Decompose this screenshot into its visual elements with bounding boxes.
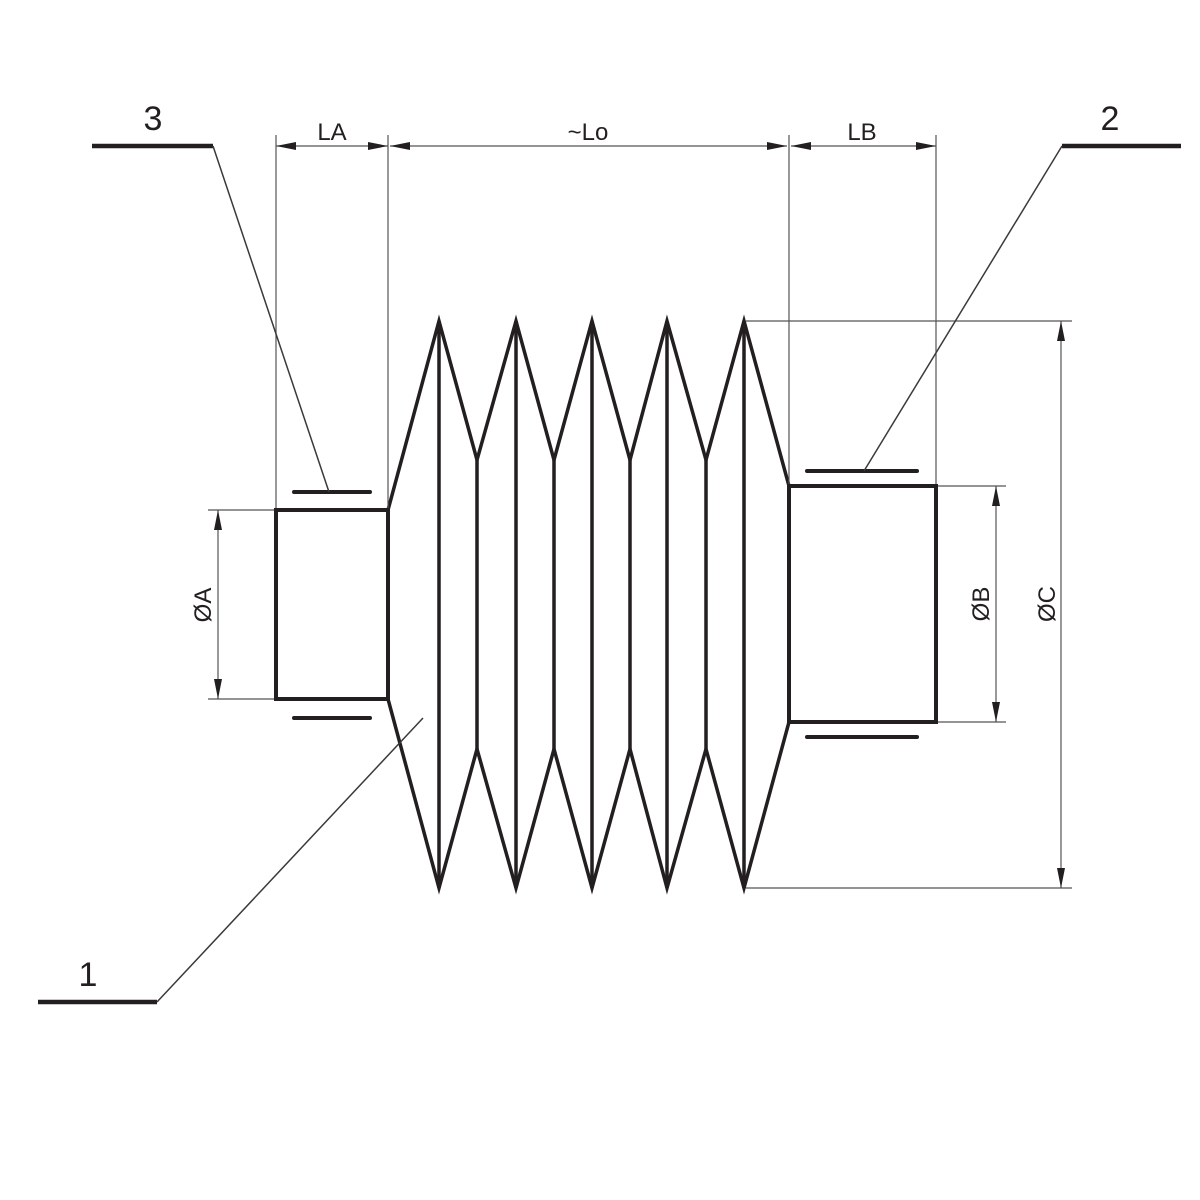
- dimension-dia-a-label: ØA: [190, 588, 217, 623]
- cuff-a: [274, 508, 390, 701]
- diameter-dimensions: ØA ØB ØC: [190, 320, 1072, 889]
- reference-callout-1: 1: [38, 717, 424, 1005]
- bellows-bottom-profile: [386, 698, 791, 895]
- length-dimensions: LA ~Lo LB: [275, 119, 937, 508]
- bellows-top-profile: [386, 314, 791, 511]
- reference-callout-3: 3: [92, 100, 330, 493]
- dimension-la-label: LA: [317, 119, 346, 146]
- fold-lines: [437, 321, 746, 888]
- cuff-b: [787, 484, 938, 724]
- dimension-dia-b-label: ØB: [968, 587, 995, 622]
- dimension-lb-label: LB: [847, 119, 876, 146]
- dimension-lo-label: ~Lo: [568, 119, 609, 146]
- reference-callout-2: 2: [863, 100, 1181, 472]
- reference-label-3: 3: [144, 100, 163, 138]
- dimension-dia-c-label: ØC: [1034, 586, 1061, 622]
- reference-label-2: 2: [1101, 100, 1120, 138]
- bellows-body: [274, 314, 938, 895]
- reference-label-1: 1: [79, 956, 98, 994]
